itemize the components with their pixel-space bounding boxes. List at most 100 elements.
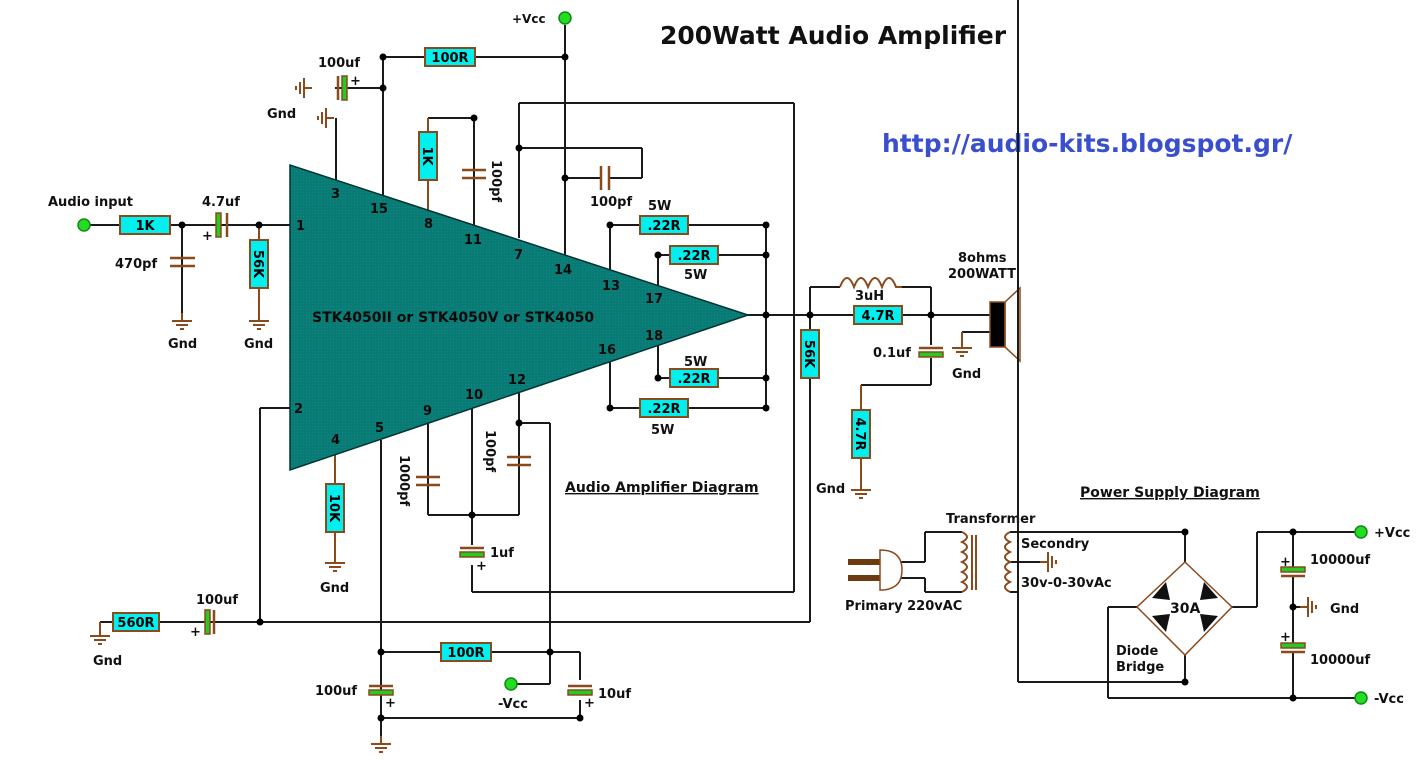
resistor-1k-input bbox=[119, 215, 171, 235]
ground-icon bbox=[171, 312, 193, 330]
vcc-neg-psu-terminal[interactable] bbox=[1354, 691, 1368, 705]
resistor-56k-feedback bbox=[800, 329, 820, 379]
svg-text:10K: 10K bbox=[326, 494, 341, 523]
ground-symbols bbox=[89, 77, 973, 753]
resistor-022r-2 bbox=[669, 245, 719, 265]
label-10uf: 10uf bbox=[598, 687, 631, 702]
label-1uf: 1uf bbox=[490, 546, 514, 561]
pin-7: 7 bbox=[514, 248, 523, 263]
pin-16: 16 bbox=[598, 343, 616, 358]
resistor-022r-3 bbox=[669, 368, 719, 388]
secondary-voltage-label: 30v-0-30vAc bbox=[1021, 576, 1112, 591]
capacitor-1000pf-pin9 bbox=[416, 475, 440, 487]
svg-text:1K: 1K bbox=[135, 219, 155, 234]
ic-part-number: STK4050II or STK4050V or STK4050 bbox=[312, 310, 594, 326]
pin-17: 17 bbox=[645, 292, 663, 307]
amplifier-ic bbox=[289, 163, 751, 472]
psu-wires bbox=[892, 0, 1360, 699]
capacitor-1uf: + bbox=[459, 546, 487, 574]
gnd-label: Gnd bbox=[320, 581, 349, 596]
capacitor-4u7-input: + bbox=[202, 212, 229, 244]
psu-gnd-label: Gnd bbox=[1330, 602, 1359, 617]
capacitor-100pf-pin11 bbox=[462, 168, 486, 180]
svg-text:+: + bbox=[1280, 630, 1291, 645]
svg-text:560R: 560R bbox=[117, 616, 154, 631]
capacitor-100uf-bottom: + bbox=[368, 684, 396, 711]
gnd-label: Gnd bbox=[168, 337, 197, 352]
ground-icon bbox=[1299, 596, 1317, 618]
audio-input-label: Audio input bbox=[48, 195, 133, 210]
svg-text:.22R: .22R bbox=[647, 402, 680, 417]
svg-text:4.7R: 4.7R bbox=[852, 417, 867, 450]
bridge-label-1: Diode bbox=[1116, 644, 1158, 659]
svg-text:1K: 1K bbox=[419, 146, 434, 166]
label-470pf: 470pf bbox=[115, 257, 157, 272]
label-10000uf-1: 10000uf bbox=[1310, 553, 1370, 568]
label-100uf-top: 100uf bbox=[318, 56, 360, 71]
wattage-label-4: 5W bbox=[651, 423, 674, 438]
capacitor-10000uf-2: + bbox=[1280, 630, 1306, 654]
resistor-4r7-series bbox=[853, 305, 903, 325]
vcc-neg-amp-label: -Vcc bbox=[498, 697, 528, 712]
label-1000pf: 1000pf bbox=[396, 455, 411, 506]
label-100pf-pin14: 100pf bbox=[590, 195, 632, 210]
resistor-022r-4 bbox=[639, 398, 689, 418]
psu-diagram-label: Power Supply Diagram bbox=[1080, 485, 1260, 501]
svg-text:.22R: .22R bbox=[677, 372, 710, 387]
speaker-icon bbox=[989, 286, 1021, 363]
pin-1: 1 bbox=[296, 219, 305, 234]
label-4u7: 4.7uf bbox=[202, 195, 240, 210]
amp-diagram-label: Audio Amplifier Diagram bbox=[565, 480, 759, 496]
ground-icon bbox=[850, 481, 872, 499]
gnd-label: Gnd bbox=[244, 337, 273, 352]
svg-text:+: + bbox=[190, 625, 201, 640]
label-100pf-pin12: 100pf bbox=[482, 430, 497, 472]
svg-text:56K: 56K bbox=[801, 340, 816, 369]
vcc-pos-psu-terminal[interactable] bbox=[1354, 525, 1368, 539]
pin-18: 18 bbox=[645, 329, 663, 344]
svg-text:4.7R: 4.7R bbox=[861, 309, 894, 324]
svg-text:+: + bbox=[1280, 555, 1291, 570]
pin-4: 4 bbox=[331, 433, 340, 448]
bridge-current-label: 30A bbox=[1170, 601, 1200, 617]
svg-text:100R: 100R bbox=[447, 646, 484, 661]
capacitor-100uf-feedback: + bbox=[190, 609, 216, 640]
label-0u1: 0.1uf bbox=[873, 346, 911, 361]
gnd-label: Gnd bbox=[267, 107, 296, 122]
pin-5: 5 bbox=[375, 421, 384, 436]
primary-label: Primary 220vAC bbox=[845, 599, 962, 614]
svg-text:.22R: .22R bbox=[647, 219, 680, 234]
ic-pin-labels: 1 2 3 4 5 7 8 9 10 11 12 13 14 15 16 17 … bbox=[294, 187, 663, 448]
label-100pf-pin11: 100pf bbox=[488, 160, 503, 202]
page-title: 200Watt Audio Amplifier bbox=[660, 21, 1007, 50]
blog-url-link[interactable]: http://audio-kits.blogspot.gr/ bbox=[882, 129, 1293, 158]
label-100uf-bottom: 100uf bbox=[315, 684, 357, 699]
svg-text:100R: 100R bbox=[431, 51, 468, 66]
ground-icon bbox=[89, 627, 111, 645]
svg-text:.22R: .22R bbox=[677, 249, 710, 264]
ground-icon bbox=[1039, 551, 1057, 573]
audio-input-terminal[interactable] bbox=[77, 218, 91, 232]
vcc-top-terminal[interactable] bbox=[558, 11, 572, 25]
resistor-4r7-zobel bbox=[851, 409, 871, 459]
svg-text:+: + bbox=[584, 696, 595, 711]
label-3uh: 3uH bbox=[855, 289, 884, 304]
vcc-neg-amp-terminal[interactable] bbox=[504, 677, 518, 691]
gnd-label: Gnd bbox=[952, 367, 981, 382]
pin-11: 11 bbox=[464, 233, 482, 248]
capacitors: + 4.7uf 470pf + 100uf 100pf 100pf bbox=[115, 56, 944, 711]
svg-text:+: + bbox=[385, 696, 396, 711]
secondary-label: Secondry bbox=[1021, 537, 1090, 552]
transformer-label: Transformer bbox=[946, 512, 1036, 527]
gnd-label: Gnd bbox=[93, 654, 122, 669]
wattage-label-3: 5W bbox=[684, 355, 707, 370]
diode-bridge bbox=[1135, 560, 1234, 657]
wattage-label-1: 5W bbox=[648, 199, 671, 214]
svg-text:56K: 56K bbox=[250, 250, 265, 279]
capacitor-100pf-pin12 bbox=[507, 455, 531, 467]
pin-2: 2 bbox=[294, 402, 303, 417]
vcc-top-label: +Vcc bbox=[512, 12, 546, 26]
speaker-ohms-label: 8ohms bbox=[958, 251, 1007, 266]
pin-3: 3 bbox=[331, 187, 340, 202]
